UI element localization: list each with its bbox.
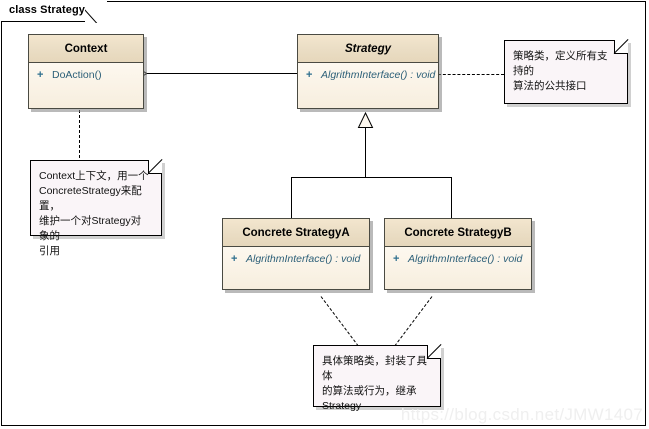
diagram-frame-tab-corner xyxy=(85,1,107,23)
note-concrete-text: 具体策略类，封装了具体 的算法或行为，继承 Strategy xyxy=(322,355,427,412)
class-title-context: Context xyxy=(29,35,143,63)
class-member-row: + AlgrithmInterface() : void xyxy=(223,253,369,265)
class-members-concrete-strategy-a: + AlgrithmInterface() : void xyxy=(223,247,369,289)
member-signature: AlgrithmInterface() : void xyxy=(408,253,523,265)
generalization-triangle-icon xyxy=(357,112,374,128)
note-strategy[interactable]: 策略类，定义所有支持的 算法的公共接口 xyxy=(504,40,628,104)
generalization-branch-b xyxy=(451,177,452,218)
watermark: https://blog.csdn.net/JMW1407 xyxy=(400,405,643,424)
diagram-frame-label: class Strategy xyxy=(9,4,85,16)
member-signature: DoAction() xyxy=(52,69,102,81)
class-box-strategy[interactable]: Strategy + AlgrithmInterface() : void xyxy=(297,34,439,109)
class-box-concrete-strategy-b[interactable]: Concrete StrategyB + AlgrithmInterface()… xyxy=(384,218,532,290)
class-box-context[interactable]: Context + DoAction() xyxy=(28,34,144,109)
member-signature: AlgrithmInterface() : void xyxy=(321,69,436,81)
class-box-concrete-strategy-a[interactable]: Concrete StrategyA + AlgrithmInterface()… xyxy=(222,218,370,290)
class-member-row: + AlgrithmInterface() : void xyxy=(298,69,438,81)
class-member-row: + AlgrithmInterface() : void xyxy=(385,253,531,265)
class-members-concrete-strategy-b: + AlgrithmInterface() : void xyxy=(385,247,531,289)
visibility-marker: + xyxy=(306,69,313,81)
note-fold-corner-icon xyxy=(427,345,441,359)
generalization-crossbar xyxy=(291,177,451,178)
aggregation-line xyxy=(145,73,297,74)
class-title-strategy: Strategy xyxy=(298,35,438,63)
note-strategy-text: 策略类，定义所有支持的 算法的公共接口 xyxy=(513,50,608,92)
visibility-marker: + xyxy=(231,253,238,265)
class-members-strategy: + AlgrithmInterface() : void xyxy=(298,63,438,108)
note-fold-corner-icon xyxy=(148,160,162,174)
note-fold-corner-icon xyxy=(614,40,628,54)
visibility-marker: + xyxy=(393,253,400,265)
class-member-row: + DoAction() xyxy=(29,69,143,81)
generalization-branch-a xyxy=(291,177,292,218)
note-context-text: Context上下文，用一个 ConcreteStrategy来配置， 维护一个… xyxy=(39,170,149,257)
visibility-marker: + xyxy=(37,69,44,81)
member-signature: AlgrithmInterface() : void xyxy=(246,253,361,265)
note-context[interactable]: Context上下文，用一个 ConcreteStrategy来配置， 维护一个… xyxy=(30,160,162,257)
note-concrete[interactable]: 具体策略类，封装了具体 的算法或行为，继承 Strategy xyxy=(313,345,441,412)
class-members-context: + DoAction() xyxy=(29,63,143,108)
class-title-concrete-strategy-b: Concrete StrategyB xyxy=(385,219,531,247)
note-link-strategy xyxy=(438,74,504,75)
class-title-concrete-strategy-a: Concrete StrategyA xyxy=(223,219,369,247)
generalization-trunk xyxy=(365,128,366,177)
note-link-context xyxy=(79,110,80,158)
